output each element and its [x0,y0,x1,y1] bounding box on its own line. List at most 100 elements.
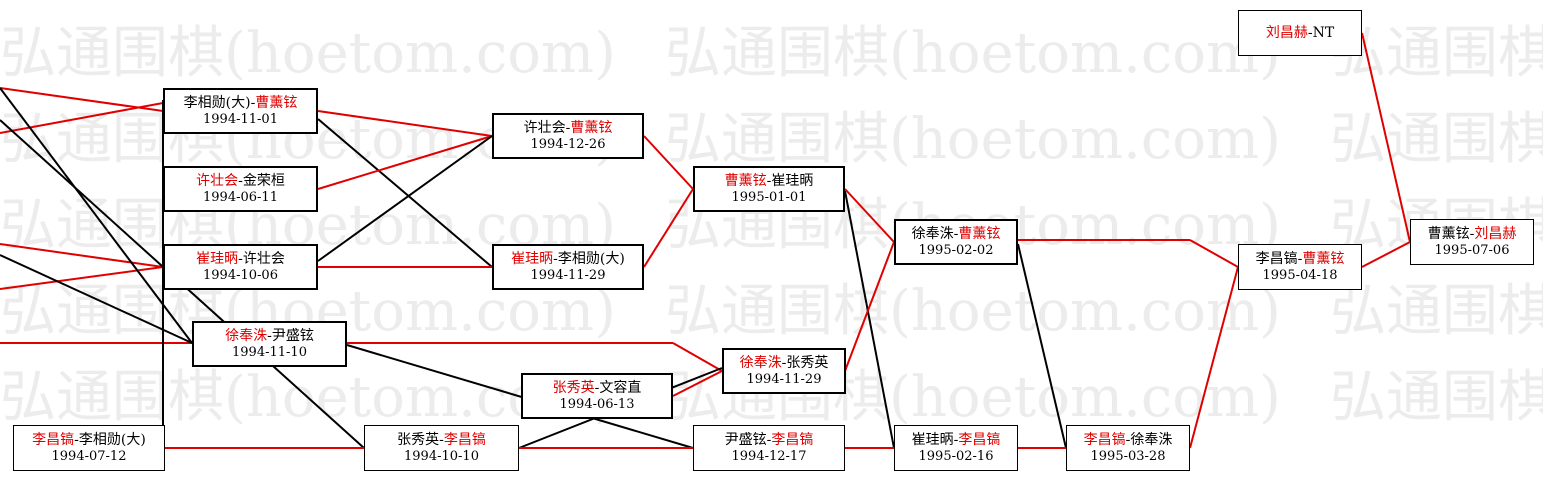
player-a: 张秀英 [397,431,440,448]
match-node-n18: 曹薰铉-刘昌赫 1995-07-06 [1410,219,1534,265]
winner-connector-line [844,188,895,243]
match-date: 1995-01-01 [731,189,807,205]
watermark-text: 弘通围棋(hoetom.com) [1330,365,1543,430]
winner-connector-line [0,243,164,268]
match-players: 李昌镐-曹薰铉 [1256,251,1345,268]
loser-connector-line [346,344,694,449]
separator: - [766,431,772,448]
match-date: 1994-10-10 [404,448,479,464]
watermark-text: 弘通围棋(hoetom.com) [1330,279,1543,344]
watermark-text: 弘通围棋(hoetom.com) [665,21,1281,86]
player-b: 尹盛铉 [271,327,314,344]
match-date: 1995-04-18 [1262,267,1338,283]
match-date: 1994-12-26 [530,136,606,152]
separator: - [594,379,600,396]
player-b: 曹薰铉 [958,225,1001,242]
player-a: 许壮会 [523,119,566,136]
match-players: 崔珪昞-李相勋(大) [511,251,625,268]
loser-connector-line [0,254,193,344]
separator: - [74,431,79,448]
player-a: 张秀英 [552,379,595,396]
match-node-n4: 徐奉洙-尹盛铉 1994-11-10 [192,321,347,367]
player-b: 张秀英 [786,354,829,371]
player-a: 崔珪昞 [196,250,239,267]
separator: - [1297,250,1303,267]
player-a: 李相勋(大) [183,94,251,111]
watermark-text: 弘通围棋(hoetom.com) [1330,21,1543,86]
watermark-text: 弘通围棋(hoetom.com) [0,21,616,86]
separator: - [953,225,959,242]
separator: - [553,250,558,267]
match-players: 李昌镐-徐奉洙 [1084,432,1173,449]
player-b: 曹薰铉 [255,94,298,111]
player-b: 李昌镐 [771,431,814,448]
match-date: 1994-11-01 [203,111,278,127]
match-node-n8: 张秀英-文容直 1994-06-13 [521,373,673,419]
player-b: 曹薰铉 [1302,250,1345,267]
loser-connector-line [0,87,193,344]
player-b: 曹薰铉 [570,119,613,136]
player-b: 刘昌赫 [1474,225,1517,242]
separator: - [238,250,243,267]
player-a: 李昌镐 [1083,431,1126,448]
separator: - [1125,431,1131,448]
player-a: 许壮会 [196,172,239,189]
match-date: 1994-06-11 [203,189,278,205]
separator: - [766,172,772,189]
player-b: 许壮会 [242,250,285,267]
winner-connector-line [1189,239,1239,268]
match-date: 1994-10-06 [203,267,278,283]
watermark-text: 弘通围棋(hoetom.com) [1330,107,1543,172]
match-players: 李相勋(大)-曹薰铉 [184,95,298,112]
winner-connector-line [0,266,164,290]
player-a: 刘昌赫 [1265,24,1308,41]
match-node-n11: 徐奉洙-张秀英 1994-11-29 [722,348,846,394]
match-node-n10: 曹薰铉-崔珪昞 1995-01-01 [693,166,845,212]
player-b: 崔珪昞 [771,172,814,189]
match-players: 尹盛铉-李昌镐 [725,432,814,449]
match-node-n7: 崔珪昞-李相勋(大) 1994-11-29 [492,244,644,290]
match-node-n14: 崔珪昞-李昌镐 1995-02-16 [894,425,1018,471]
winner-connector-line [672,342,723,372]
match-node-n9: 张秀英-李昌镐 1994-10-10 [364,425,519,471]
player-b: NT [1312,24,1335,41]
match-players: 徐奉洙-曹薰铉 [912,226,1001,243]
match-node-n3: 崔珪昞-许壮会 1994-10-06 [163,244,318,290]
winner-connector-line [1361,32,1411,243]
player-b: 金荣桓 [242,172,285,189]
winner-connector-line [1189,266,1239,449]
match-players: 张秀英-李昌镐 [397,432,486,449]
match-players: 刘昌赫-NT [1266,25,1334,42]
separator: - [267,327,272,344]
winner-connector-line [672,370,723,397]
separator: - [250,94,256,111]
player-a: 曹薰铉 [1427,225,1470,242]
player-a: 崔珪昞 [911,431,954,448]
player-b: 徐奉洙 [1130,431,1173,448]
match-date: 1994-11-10 [232,344,307,360]
separator: - [1307,24,1313,41]
winner-connector-line [317,110,493,137]
match-node-n16: 李昌镐-曹薰铉 1995-04-18 [1238,244,1362,290]
player-a: 徐奉洙 [739,354,782,371]
match-node-n6: 许壮会-曹薰铉 1994-12-26 [492,113,644,159]
match-node-n15: 李昌镐-徐奉洙 1995-03-28 [1066,425,1190,471]
player-a: 李昌镐 [32,431,75,448]
winner-connector-line [0,102,164,134]
match-players: 崔珪昞-许壮会 [196,251,285,268]
player-a: 尹盛铉 [724,431,767,448]
match-date: 1995-07-06 [1434,242,1510,258]
loser-connector-line [844,190,895,449]
loser-connector-line [317,118,493,268]
winner-connector-line [317,135,493,190]
match-date: 1994-06-13 [559,396,635,412]
match-players: 徐奉洙-张秀英 [740,355,829,372]
player-a: 徐奉洙 [225,327,268,344]
player-a: 徐奉洙 [911,225,954,242]
match-players: 许壮会-曹薰铉 [524,120,613,137]
winner-connector-line [643,188,694,268]
player-b: 李相勋(大) [557,250,625,267]
match-node-n1: 李相勋(大)-曹薰铉 1994-11-01 [163,88,318,134]
watermark-text: 弘通围棋(hoetom.com) [665,279,1281,344]
player-b: 李昌镐 [443,431,486,448]
